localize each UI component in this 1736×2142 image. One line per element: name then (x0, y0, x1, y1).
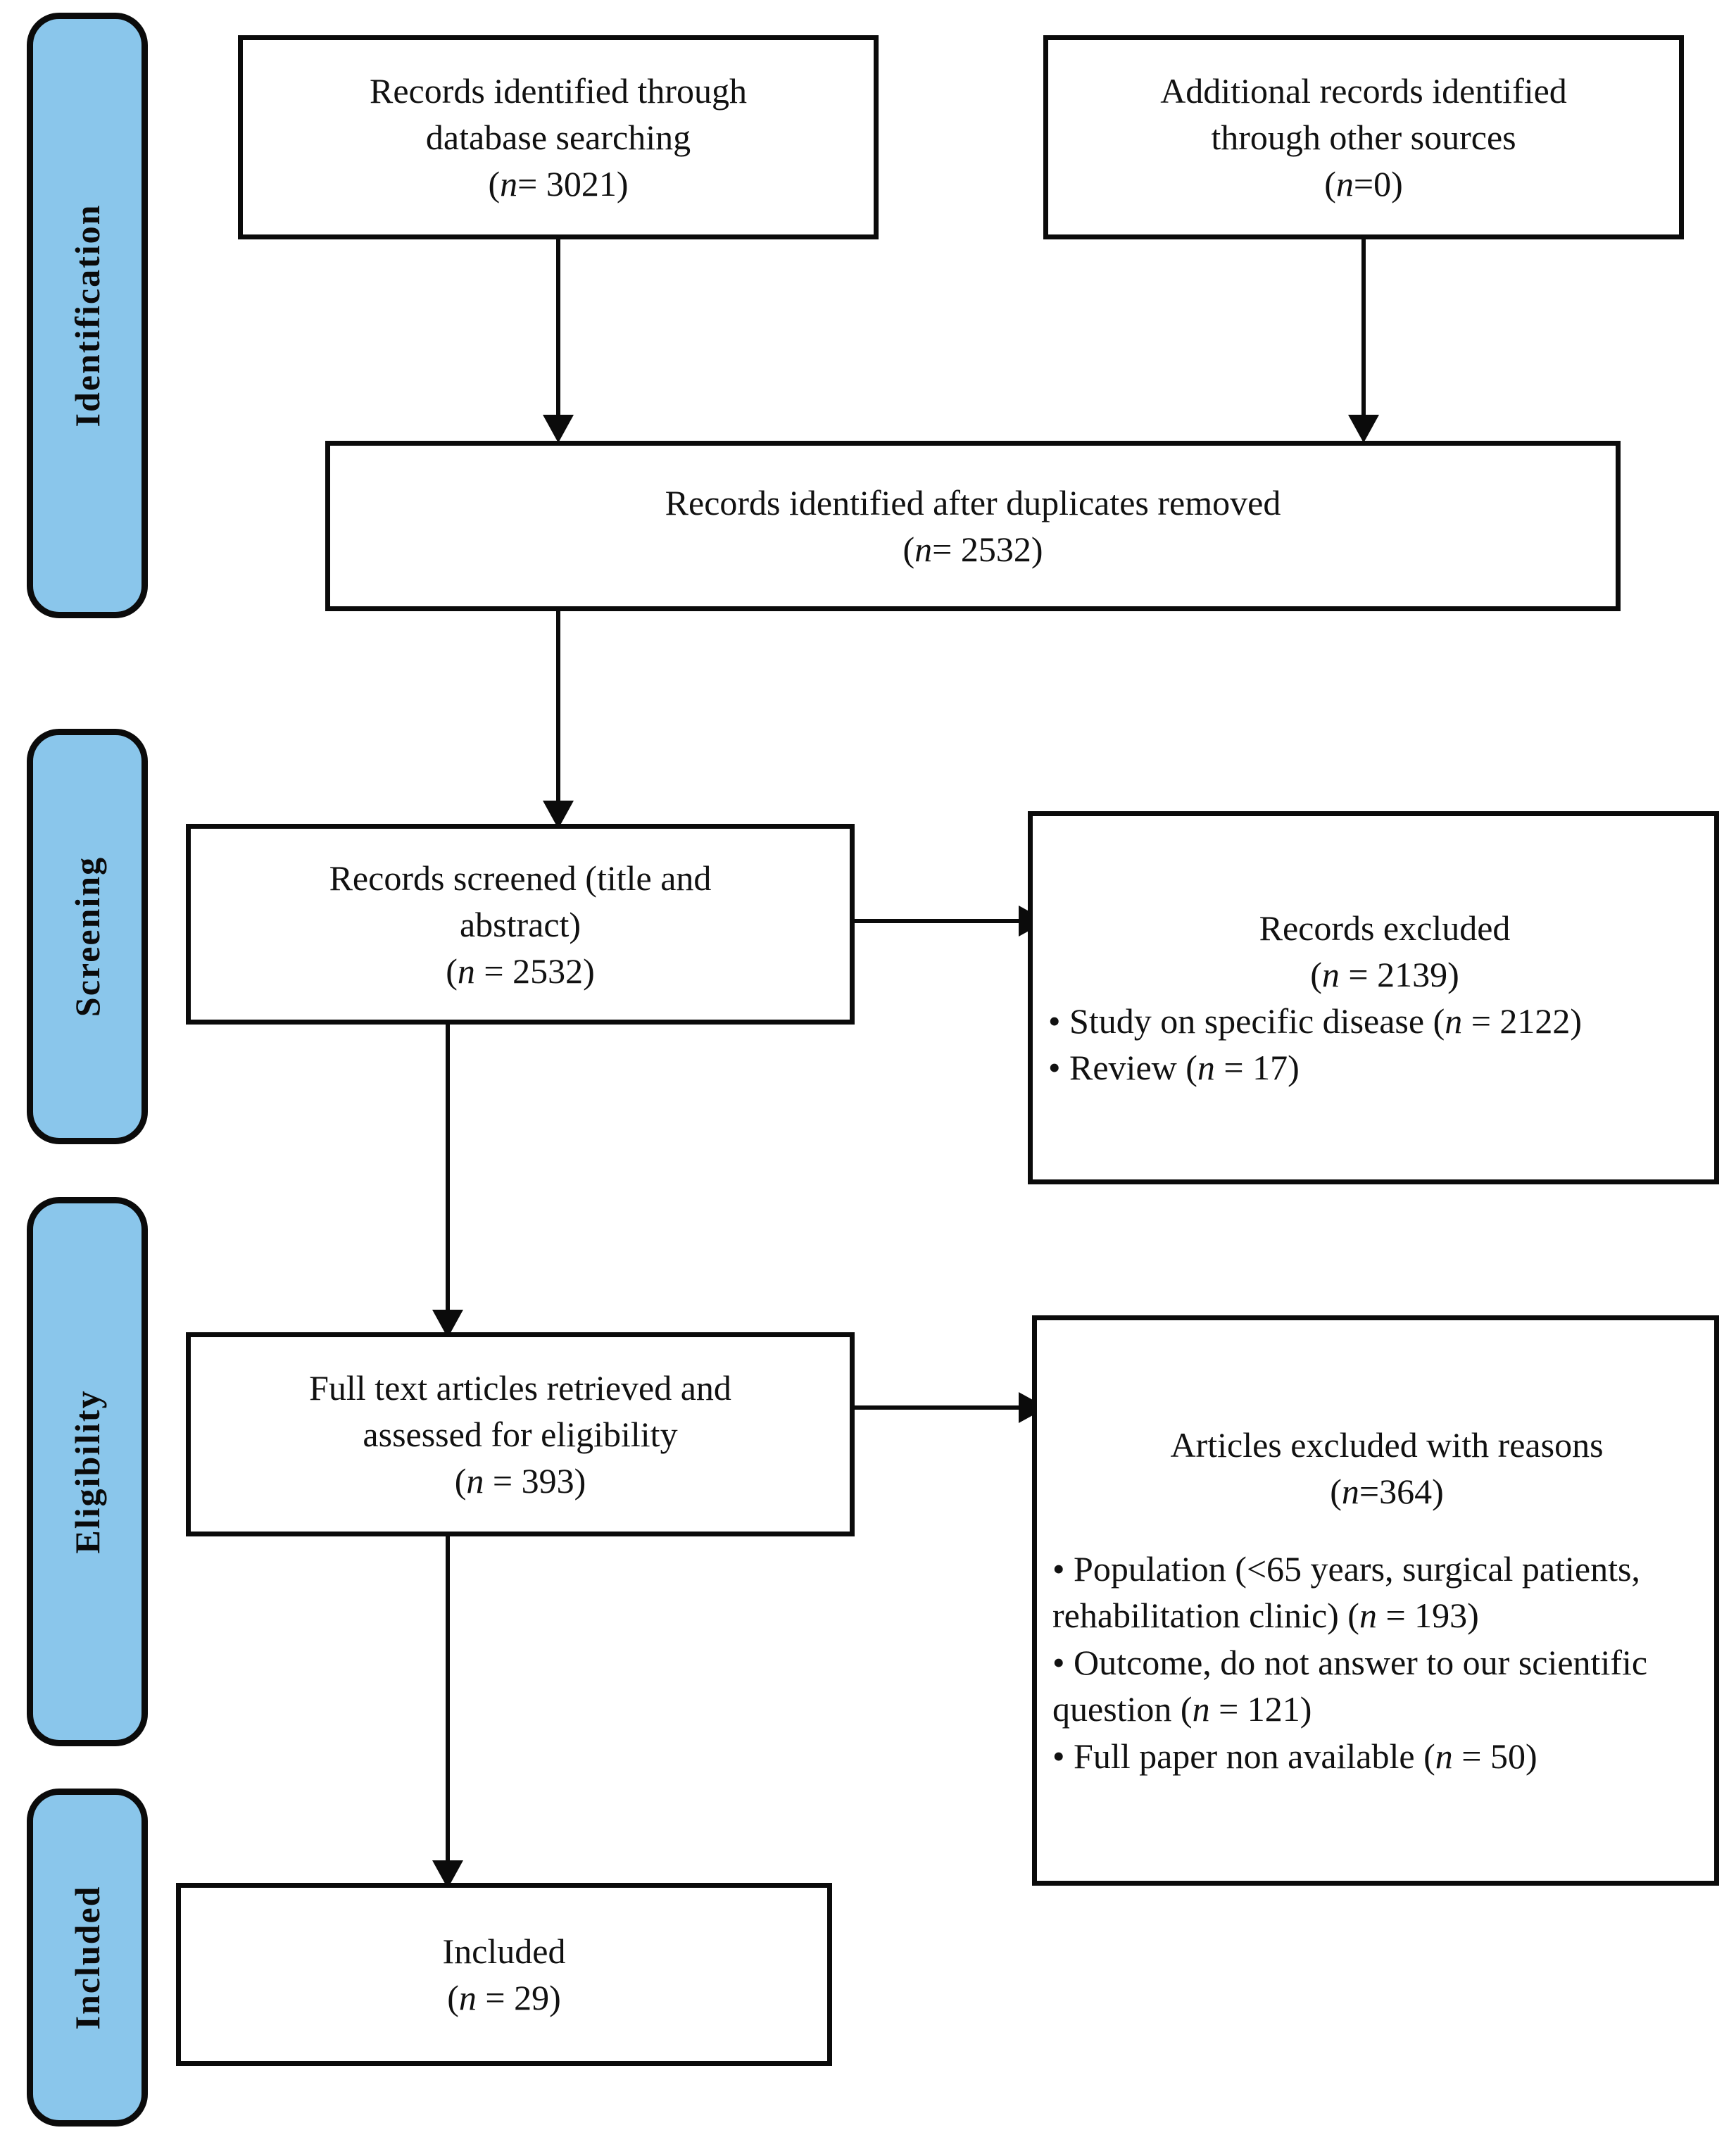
n-value: =364) (1359, 1471, 1444, 1511)
n-symbol: n (1341, 1471, 1359, 1511)
connector-screened-to-excluded (853, 919, 1025, 923)
arrowhead-db-search-to-duplicates (543, 415, 574, 443)
reason-count: = 17) (1214, 1048, 1300, 1087)
n-symbol: n (457, 951, 475, 991)
records-excluded-count: (n = 2139) (1033, 951, 1736, 998)
other-sources-count: (n=0) (1037, 161, 1690, 207)
db-search-line1: Records identified through (370, 71, 747, 111)
paren-open: ( (488, 164, 501, 203)
reason-count: = 193) (1376, 1596, 1479, 1636)
n-symbol: n (466, 1461, 484, 1501)
n-symbol: n (1197, 1048, 1215, 1087)
n-symbol: n (1335, 164, 1354, 203)
connector-db-search-to-duplicates (556, 239, 560, 419)
reason-text: Outcome, do not answer to our scientific… (1052, 1642, 1648, 1729)
paren-open: ( (1324, 164, 1336, 203)
n-value: = 29) (476, 1978, 561, 2017)
n-symbol: n (914, 530, 933, 569)
paren-open: ( (1330, 1471, 1342, 1511)
bullet-icon: • (1052, 1642, 1065, 1682)
connector-duplicates-to-screened (556, 611, 560, 805)
list-item: • Study on specific disease (n = 2122) (1048, 998, 1699, 1045)
connector-screened-to-fulltext (446, 1025, 450, 1313)
n-symbol: n (1445, 1001, 1463, 1041)
records-screened-line2: abstract) (459, 904, 581, 944)
phase-label-screening: Screening (68, 856, 107, 1017)
reason-text: Population (<65 years, surgical patients… (1052, 1548, 1640, 1636)
phase-label-included: Included (68, 1885, 107, 2030)
reason-count: = 2122) (1462, 1001, 1583, 1041)
n-symbol: n (1321, 954, 1340, 994)
bullet-icon: • (1048, 1001, 1061, 1041)
records-excluded-reason-list: • Study on specific disease (n = 2122) •… (1033, 998, 1714, 1091)
n-value: = 2139) (1339, 954, 1459, 994)
articles-excluded-title: Articles excluded with reasons (1170, 1424, 1604, 1465)
reason-count: = 121) (1209, 1689, 1312, 1729)
paren-open: ( (902, 530, 915, 569)
db-search-line2: database searching (425, 118, 691, 157)
box-records-after-duplicates-removed: Records identified after duplicates remo… (325, 441, 1621, 611)
reason-count: = 50) (1452, 1736, 1537, 1776)
n-symbol: n (500, 164, 518, 203)
box-additional-records-other-sources: Additional records identified through ot… (1043, 35, 1684, 239)
bullet-icon: • (1052, 1736, 1065, 1776)
articles-excluded-reason-list: • Population (<65 years, surgical patien… (1037, 1546, 1714, 1780)
included-count: (n = 29) (170, 1974, 838, 2021)
phase-label-eligibility: Eligibility (68, 1389, 107, 1554)
phase-pill-identification: Identification (27, 13, 148, 618)
spacer (1037, 1515, 1714, 1546)
records-excluded-title: Records excluded (1259, 908, 1511, 948)
other-sources-line2: through other sources (1211, 118, 1516, 157)
full-text-count: (n = 393) (180, 1458, 861, 1504)
list-item: • Full paper non available (n = 50) (1052, 1733, 1699, 1780)
paren-open: ( (446, 951, 458, 991)
n-symbol: n (458, 1978, 477, 2017)
connector-fulltext-to-included (446, 1536, 450, 1864)
full-text-line1: Full text articles retrieved and (309, 1368, 731, 1408)
records-screened-count: (n = 2532) (180, 948, 861, 994)
phase-pill-screening: Screening (27, 729, 148, 1144)
n-value: = 2532) (932, 530, 1043, 569)
box-included-final: Included (n = 29) (176, 1883, 832, 2066)
duplicates-count: (n= 2532) (319, 526, 1627, 572)
list-item: • Outcome, do not answer to our scientif… (1052, 1639, 1699, 1733)
db-search-count: (n= 3021) (232, 161, 885, 207)
paren-open: ( (454, 1461, 467, 1501)
box-records-identified-database: Records identified through database sear… (238, 35, 879, 239)
included-line1: Included (442, 1931, 566, 1971)
list-item: • Review (n = 17) (1048, 1044, 1699, 1091)
arrowhead-other-sources-to-duplicates (1348, 415, 1379, 443)
n-value: = 2532) (474, 951, 595, 991)
articles-excluded-count: (n=364) (1037, 1468, 1736, 1515)
phase-label-identification: Identification (68, 203, 107, 427)
phase-pill-eligibility: Eligibility (27, 1197, 148, 1746)
connector-fulltext-to-articles-excluded (853, 1405, 1025, 1410)
other-sources-line1: Additional records identified (1160, 71, 1567, 111)
paren-open: ( (447, 1978, 459, 2017)
n-symbol: n (1435, 1736, 1453, 1776)
bullet-icon: • (1048, 1048, 1061, 1087)
box-records-screened: Records screened (title and abstract) (n… (186, 824, 855, 1025)
records-screened-line1: Records screened (title and (329, 858, 712, 898)
list-item: • Population (<65 years, surgical patien… (1052, 1546, 1699, 1639)
connector-other-sources-to-duplicates (1361, 239, 1366, 419)
phase-pill-included: Included (27, 1789, 148, 2127)
n-symbol: n (1359, 1596, 1377, 1636)
reason-text: Review ( (1069, 1048, 1197, 1087)
box-articles-excluded-with-reasons: Articles excluded with reasons (n=364) •… (1032, 1315, 1719, 1886)
box-records-excluded: Records excluded (n = 2139) • Study on s… (1028, 811, 1719, 1184)
n-value: =0) (1353, 164, 1403, 203)
reason-text: Full paper non available ( (1074, 1736, 1435, 1776)
reason-text: Study on specific disease ( (1069, 1001, 1445, 1041)
duplicates-line1: Records identified after duplicates remo… (665, 483, 1281, 522)
n-value: = 393) (484, 1461, 586, 1501)
n-symbol: n (1192, 1689, 1210, 1729)
paren-open: ( (1310, 954, 1322, 994)
full-text-line2: assessed for eligibility (363, 1415, 678, 1454)
n-value: = 3021) (517, 164, 629, 203)
bullet-icon: • (1052, 1548, 1065, 1589)
box-full-text-assessed: Full text articles retrieved and assesse… (186, 1332, 855, 1536)
